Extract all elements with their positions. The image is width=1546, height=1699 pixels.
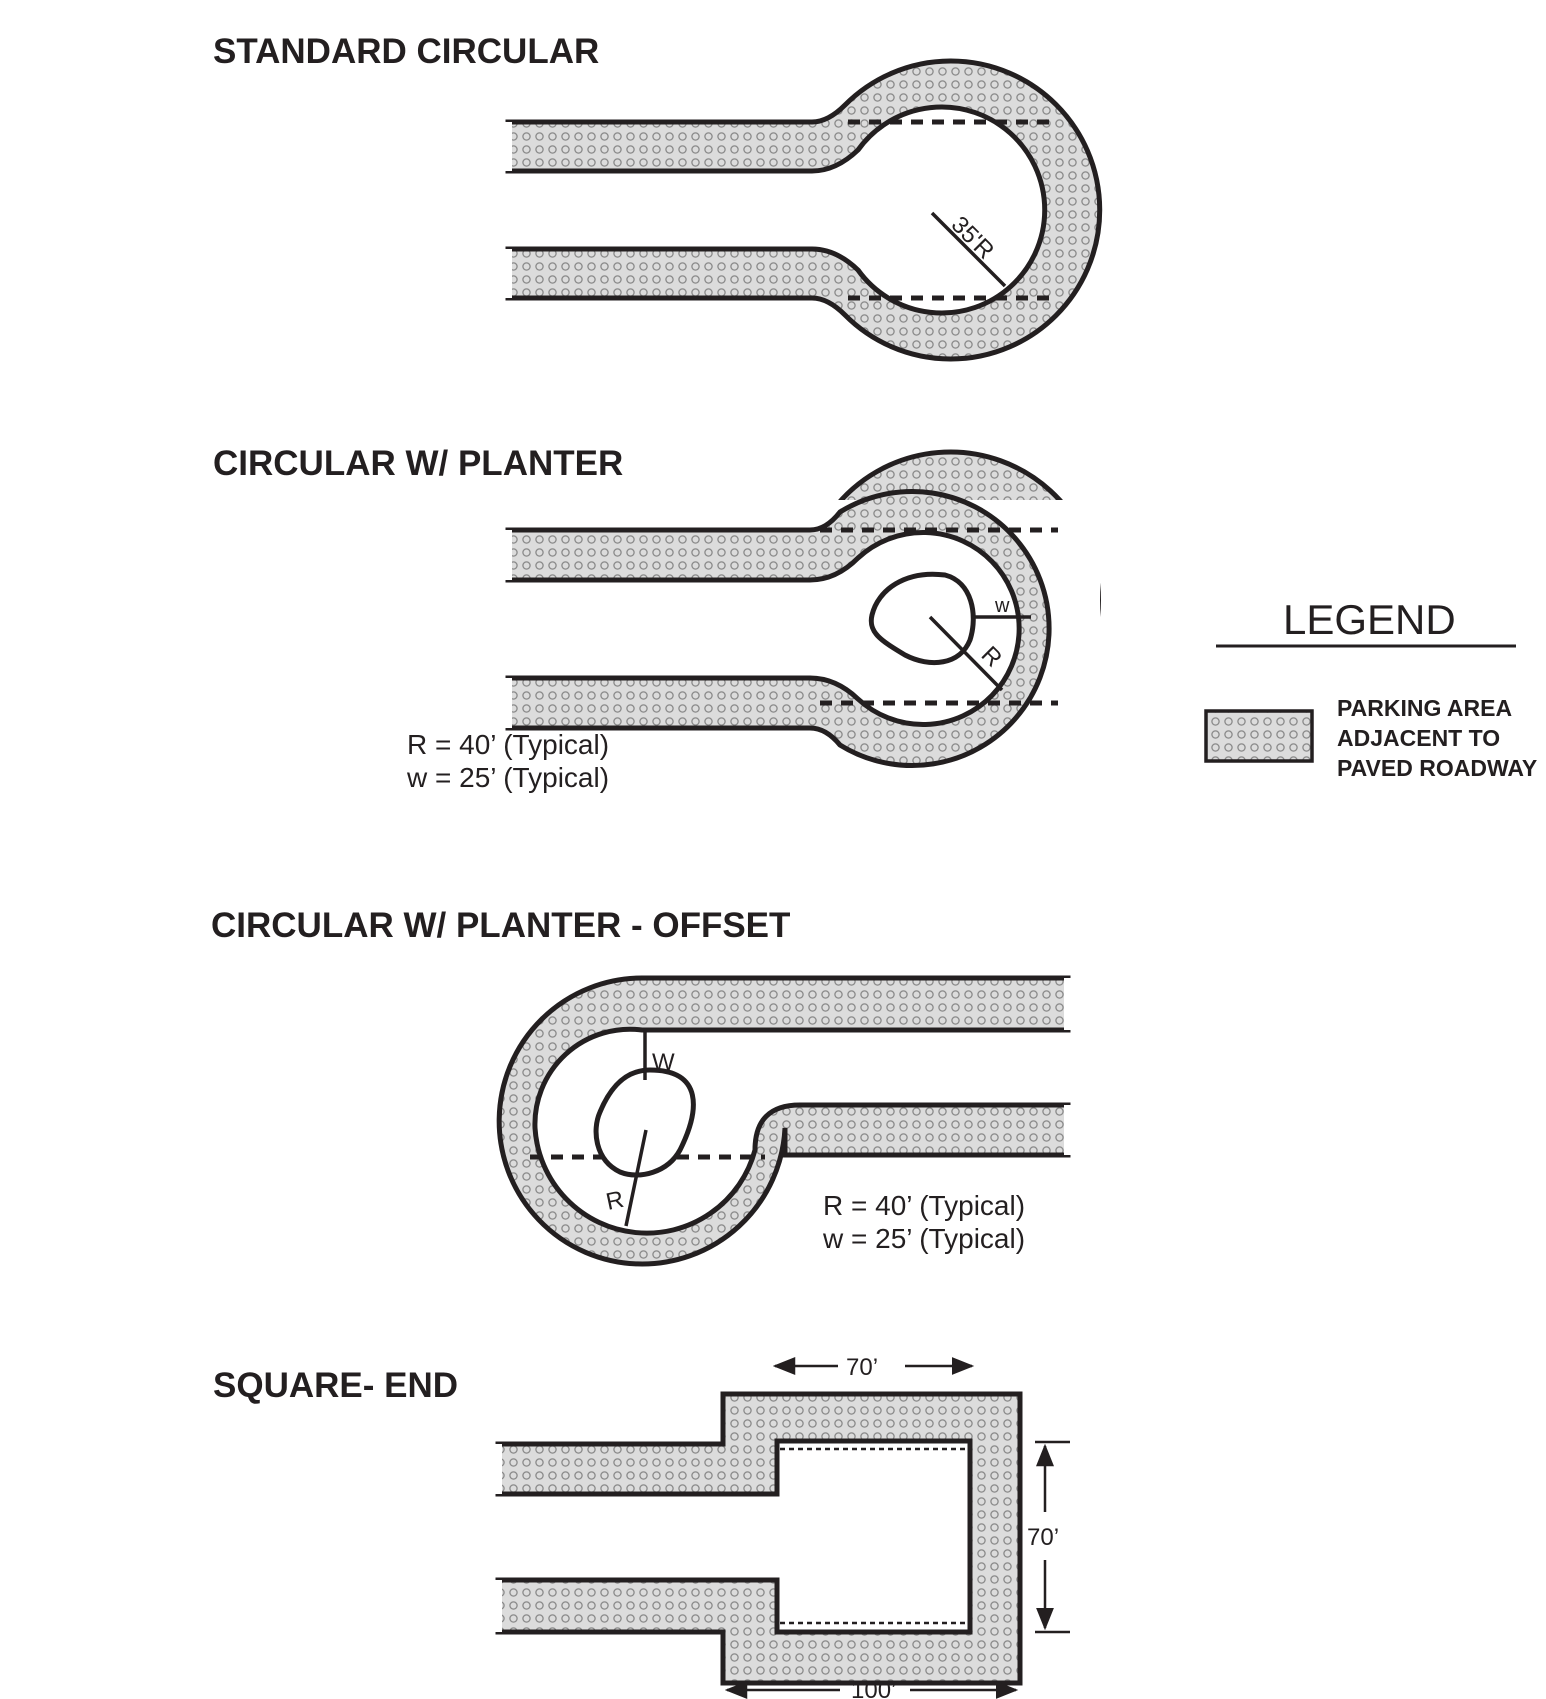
width-note: w = 25’ (Typical) xyxy=(822,1223,1025,1254)
square-road-shape xyxy=(495,1391,1023,1686)
legend: LEGEND PARKING AREA ADJACENT TO PAVED RO… xyxy=(1204,596,1537,781)
standard-circular-title: STANDARD CIRCULAR xyxy=(213,32,599,71)
radius-note: R = 40’ (Typical) xyxy=(407,729,609,760)
planter-island xyxy=(593,1067,696,1178)
width-label: w xyxy=(994,595,1010,617)
circular-planter-title: CIRCULAR W/ PLANTER xyxy=(213,444,623,483)
offset-section: CIRCULAR W/ PLANTER - OFFSET W R R = 40’… xyxy=(211,906,1072,1267)
dim-right-label: 70’ xyxy=(1027,1524,1059,1551)
legend-line-2: ADJACENT TO xyxy=(1337,725,1500,751)
square-end-section: SQUARE- END 70’ 70’ 100’ xyxy=(213,1354,1070,1699)
legend-line-3: PAVED ROADWAY xyxy=(1337,755,1537,781)
radius-note: R = 40’ (Typical) xyxy=(823,1190,1025,1221)
dim-top-label: 70’ xyxy=(846,1354,878,1381)
square-end-title: SQUARE- END xyxy=(213,1366,458,1405)
dim-bottom-label: 100’ xyxy=(851,1677,896,1699)
standard-parking-area xyxy=(504,58,1103,362)
offset-road-shape xyxy=(496,975,1071,1267)
radius-label: R xyxy=(604,1186,627,1216)
radius-line xyxy=(624,1129,648,1227)
legend-line-1: PARKING AREA xyxy=(1337,695,1512,721)
radius-line xyxy=(928,615,1004,692)
planter-road-shape xyxy=(504,489,1052,768)
radius-line xyxy=(930,211,1007,288)
offset-title: CIRCULAR W/ PLANTER - OFFSET xyxy=(211,906,790,945)
width-note: w = 25’ (Typical) xyxy=(406,762,609,793)
planter-island xyxy=(868,571,976,666)
legend-title: LEGEND xyxy=(1283,596,1456,643)
width-label: W xyxy=(652,1049,675,1076)
legend-swatch xyxy=(1204,709,1314,763)
